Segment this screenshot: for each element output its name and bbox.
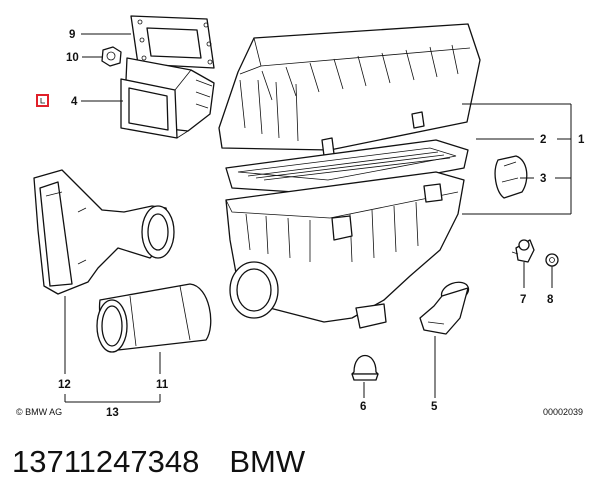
- highlight-marker: [36, 94, 49, 107]
- part-12-intake-snorkel: [33, 169, 175, 295]
- part-2-filter-element: [225, 139, 469, 195]
- copyright-text: © BMW AG: [16, 407, 62, 417]
- callout-4: 4: [71, 96, 78, 108]
- callout-12: 12: [58, 379, 71, 391]
- callout-7: 7: [520, 294, 526, 306]
- callout-3: 3: [540, 173, 546, 185]
- parts-diagram: 9 10 4 2 1 3 7 8 12 11 6 5 13 © BMW AG 0…: [16, 15, 585, 419]
- part-10-nut: [101, 46, 122, 67]
- drawing-number: 00002039: [543, 407, 583, 417]
- part-9-mounting-plate: [130, 15, 215, 69]
- part-8-nut: [545, 253, 559, 267]
- callout-11: 11: [156, 379, 169, 391]
- callout-5: 5: [431, 401, 438, 413]
- leader-lines: [64, 33, 572, 403]
- callout-2: 2: [540, 134, 546, 146]
- callout-10: 10: [66, 52, 79, 64]
- callout-13: 13: [106, 407, 119, 419]
- callout-9: 9: [69, 29, 75, 41]
- callout-1: 1: [578, 134, 585, 146]
- part-3-clip: [494, 155, 528, 199]
- part-6-rubber-mount: [351, 355, 379, 381]
- part-4-intake-duct: [120, 57, 215, 139]
- part-1-filter-housing-lower: [225, 171, 465, 329]
- part-caption: 13711247348 BMW: [12, 440, 592, 484]
- brand-name: BMW: [229, 444, 306, 479]
- part-number: 13711247348: [12, 444, 200, 479]
- part-7-grommet: [511, 239, 535, 263]
- part-11-hose: [96, 283, 212, 353]
- callout-6: 6: [360, 401, 366, 413]
- callout-8: 8: [547, 294, 554, 306]
- part-5-boot: [419, 281, 470, 335]
- part-1-filter-housing-cover: [218, 23, 481, 157]
